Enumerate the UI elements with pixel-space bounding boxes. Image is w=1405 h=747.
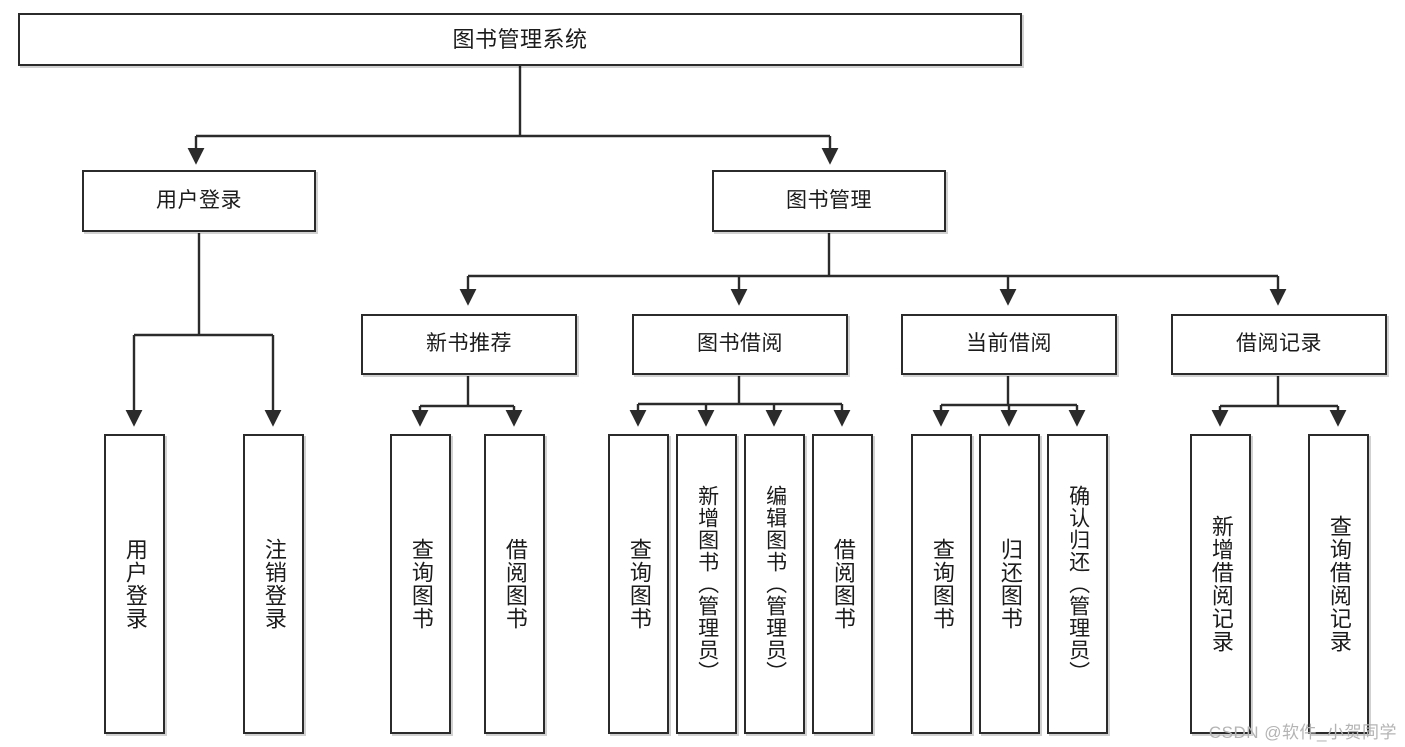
node-leaf-logout[interactable]: 注销登录: [243, 434, 304, 734]
node-leaf-return-book-label: 归还图书: [997, 538, 1023, 630]
node-book-manage-label: 图书管理: [786, 188, 872, 212]
node-new-book-recommend[interactable]: 新书推荐: [361, 314, 577, 375]
node-leaf-borrow-book-label: 借阅图书: [830, 538, 856, 630]
node-leaf-confirm-return-admin-label: 确认归还（管理员）: [1066, 485, 1090, 683]
node-leaf-add-borrow-record-label: 新增借阅记录: [1208, 515, 1234, 653]
node-leaf-add-book-admin-label: 新增图书（管理员）: [695, 485, 719, 683]
node-leaf-query-book-current[interactable]: 查询图书: [911, 434, 972, 734]
node-leaf-user-login-label: 用户登录: [122, 538, 148, 630]
node-root[interactable]: 图书管理系统: [18, 13, 1022, 66]
node-leaf-logout-label: 注销登录: [261, 538, 287, 630]
watermark-text: CSDN @软件_小贺同学: [1208, 723, 1397, 742]
node-borrow-record[interactable]: 借阅记录: [1171, 314, 1387, 375]
node-leaf-add-book-admin[interactable]: 新增图书（管理员）: [676, 434, 737, 734]
node-book-borrow-label: 图书借阅: [697, 332, 783, 356]
node-borrow-record-label: 借阅记录: [1236, 332, 1322, 356]
node-book-manage[interactable]: 图书管理: [712, 170, 946, 232]
node-current-borrow[interactable]: 当前借阅: [901, 314, 1117, 375]
node-leaf-borrow-book-new-label: 借阅图书: [502, 538, 528, 630]
node-leaf-borrow-book-new[interactable]: 借阅图书: [484, 434, 545, 734]
node-leaf-query-book-current-label: 查询图书: [929, 538, 955, 630]
node-user-login-label: 用户登录: [156, 188, 242, 212]
node-leaf-edit-book-admin[interactable]: 编辑图书（管理员）: [744, 434, 805, 734]
node-leaf-query-book-borrow[interactable]: 查询图书: [608, 434, 669, 734]
node-leaf-return-book[interactable]: 归还图书: [979, 434, 1040, 734]
node-leaf-query-book-new-label: 查询图书: [408, 538, 434, 630]
node-current-borrow-label: 当前借阅: [966, 332, 1052, 356]
node-leaf-borrow-book[interactable]: 借阅图书: [812, 434, 873, 734]
node-leaf-query-borrow-record-label: 查询借阅记录: [1326, 515, 1352, 653]
node-leaf-query-borrow-record[interactable]: 查询借阅记录: [1308, 434, 1369, 734]
node-leaf-query-book-borrow-label: 查询图书: [626, 538, 652, 630]
node-leaf-confirm-return-admin[interactable]: 确认归还（管理员）: [1047, 434, 1108, 734]
node-book-borrow[interactable]: 图书借阅: [632, 314, 848, 375]
node-new-book-recommend-label: 新书推荐: [426, 332, 512, 356]
node-root-label: 图书管理系统: [452, 26, 588, 52]
node-leaf-query-book-new[interactable]: 查询图书: [390, 434, 451, 734]
node-leaf-user-login[interactable]: 用户登录: [104, 434, 165, 734]
node-leaf-add-borrow-record[interactable]: 新增借阅记录: [1190, 434, 1251, 734]
node-leaf-edit-book-admin-label: 编辑图书（管理员）: [763, 485, 787, 683]
node-user-login[interactable]: 用户登录: [82, 170, 316, 232]
